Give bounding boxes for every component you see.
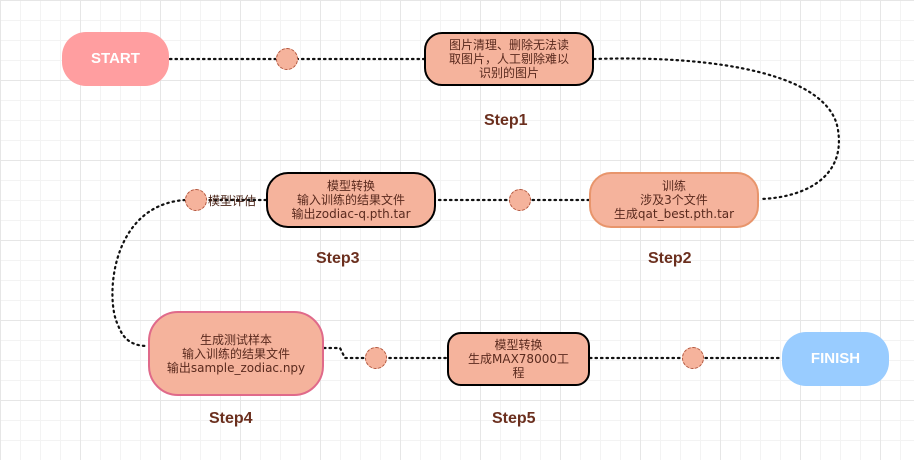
- step2-node[interactable]: 训练 涉及3个文件 生成qat_best.pth.tar: [589, 172, 759, 228]
- connector-dot-evaluation[interactable]: [185, 189, 207, 211]
- step4-node[interactable]: 生成测试样本 输入训练的结果文件 输出sample_zodiac.npy: [148, 311, 324, 396]
- connector-dot-step2-step3[interactable]: [509, 189, 531, 211]
- link-step4-step5: [322, 346, 449, 360]
- connector-dot-step4-step5[interactable]: [365, 347, 387, 369]
- start-node[interactable]: START: [62, 32, 169, 86]
- connector-dot-start-step1[interactable]: [276, 48, 298, 70]
- step5-node[interactable]: 模型转换 生成MAX78000工 程: [447, 332, 590, 386]
- connector-dot-step5-finish[interactable]: [682, 347, 704, 369]
- step1-label: Step1: [484, 112, 528, 129]
- finish-node[interactable]: FINISH: [782, 332, 889, 386]
- step1-node[interactable]: 图片清理、删除无法读 取图片，人工剔除难以 识别的图片: [424, 32, 594, 86]
- step3-label: Step3: [316, 250, 360, 267]
- step5-label: Step5: [492, 410, 536, 427]
- link-eval-step4: [111, 198, 187, 348]
- step2-label: Step2: [648, 250, 692, 267]
- link-step1-step2: [592, 57, 841, 201]
- step3-node[interactable]: 模型转换 输入训练的结果文件 输出zodiac-q.pth.tar: [266, 172, 436, 228]
- step4-label: Step4: [209, 410, 253, 427]
- evaluation-label: 模型评估: [208, 194, 257, 208]
